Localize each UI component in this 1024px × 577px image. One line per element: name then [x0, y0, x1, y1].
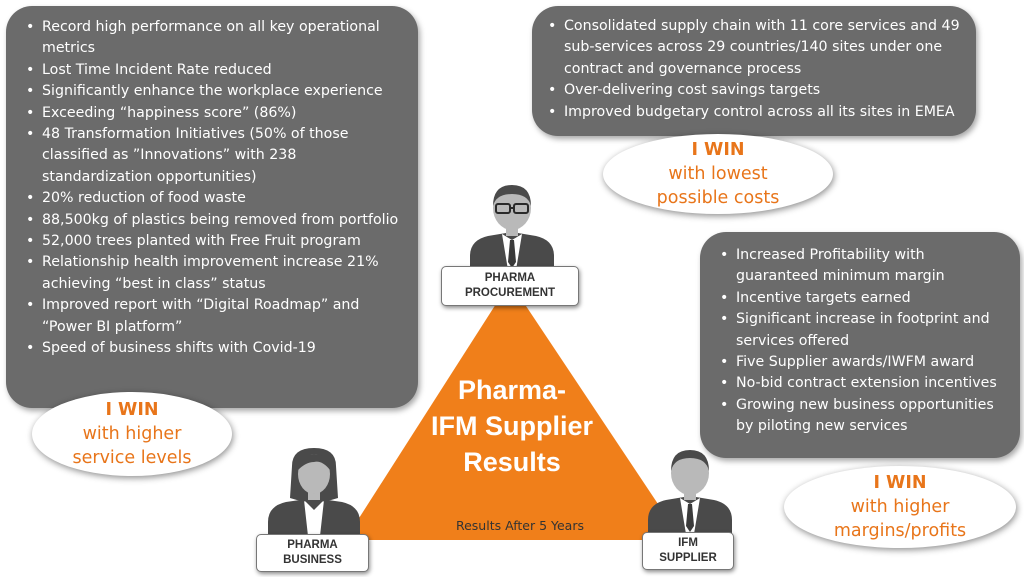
bullet-item: Incentive targets earned — [712, 288, 1010, 310]
supplier-win-bubble: I WIN with higher margins/profits — [784, 466, 1016, 548]
procurement-results-box: Consolidated supply chain with 11 core s… — [532, 6, 976, 136]
bullet-item: Record high performance on all key opera… — [18, 17, 406, 60]
pharma-business-label: PHARMA BUSINESS — [256, 534, 369, 572]
procurement-results-list: Consolidated supply chain with 11 core s… — [540, 16, 966, 123]
business-results-box: Record high performance on all key opera… — [6, 6, 418, 408]
bullet-item: 20% reduction of food waste — [18, 188, 406, 210]
bullet-item: Growing new business opportunities by pi… — [712, 395, 1010, 438]
bubble-line: possible costs — [656, 188, 780, 208]
bullet-item: Five Supplier awards/IWFM award — [712, 352, 1010, 374]
center-title-line3: Results — [463, 447, 561, 477]
label-line2: SUPPLIER — [659, 552, 717, 564]
bullet-item: Significant increase in footprint and se… — [712, 309, 1010, 352]
woman-icon — [268, 448, 360, 536]
label-line1: PHARMA — [484, 272, 536, 284]
bullet-item: 52,000 trees planted with Free Fruit pro… — [18, 231, 406, 253]
bubble-line: service levels — [72, 448, 192, 468]
center-title-line1: Pharma- — [457, 375, 567, 405]
bullet-item: Relationship health improvement increase… — [18, 252, 406, 295]
man-with-glasses-icon — [470, 185, 554, 270]
pharma-procurement-label: PHARMA PROCUREMENT — [441, 266, 579, 306]
label-line2: PROCUREMENT — [464, 287, 556, 299]
business-results-list: Record high performance on all key opera… — [18, 17, 406, 360]
supplier-results-box: Increased Profitability with guaranteed … — [700, 232, 1020, 458]
bubble-line: margins/profits — [833, 521, 967, 541]
center-title-line2: IFM Supplier — [431, 411, 593, 441]
bullet-item: No-bid contract extension incentives — [712, 373, 1010, 395]
bullet-item: Improved budgetary control across all it… — [540, 102, 966, 124]
bubble-title: I WIN — [105, 400, 159, 420]
business-win-bubble: I WIN with higher service levels — [32, 392, 232, 476]
triangle-shape — [345, 282, 682, 540]
label-line1: PHARMA — [287, 539, 338, 551]
label-line1: IFM — [678, 537, 698, 549]
bullet-item: Improved report with “Digital Roadmap” a… — [18, 295, 406, 338]
bullet-item: Increased Profitability with guaranteed … — [712, 245, 1010, 288]
supplier-results-list: Increased Profitability with guaranteed … — [712, 245, 1010, 438]
bullet-item: Lost Time Incident Rate reduced — [18, 60, 406, 82]
bullet-item: 88,500kg of plastics being removed from … — [18, 210, 406, 232]
bullet-item: Consolidated supply chain with 11 core s… — [540, 16, 966, 80]
label-line2: BUSINESS — [283, 554, 342, 566]
bullet-item: Speed of business shifts with Covid-19 — [18, 338, 406, 360]
bubble-title: I WIN — [691, 140, 745, 160]
bullet-item: Exceeding “happiness score” (86%) — [18, 103, 406, 125]
results-note: Results After 5 Years — [455, 518, 584, 533]
bullet-item: Significantly enhance the workplace expe… — [18, 81, 406, 103]
bubble-line: with higher — [850, 497, 950, 517]
procurement-win-bubble: I WIN with lowest possible costs — [603, 134, 833, 214]
bubble-line: with lowest — [668, 164, 768, 184]
ifm-supplier-label: IFM SUPPLIER — [642, 532, 734, 570]
bubble-title: I WIN — [873, 473, 927, 493]
bullet-item: Over-delivering cost savings targets — [540, 80, 966, 102]
bubble-line: with higher — [82, 424, 182, 444]
bullet-item: 48 Transformation Initiatives (50% of th… — [18, 124, 406, 188]
man-icon — [648, 450, 732, 534]
center-title: Pharma- IFM Supplier Results — [390, 372, 634, 480]
